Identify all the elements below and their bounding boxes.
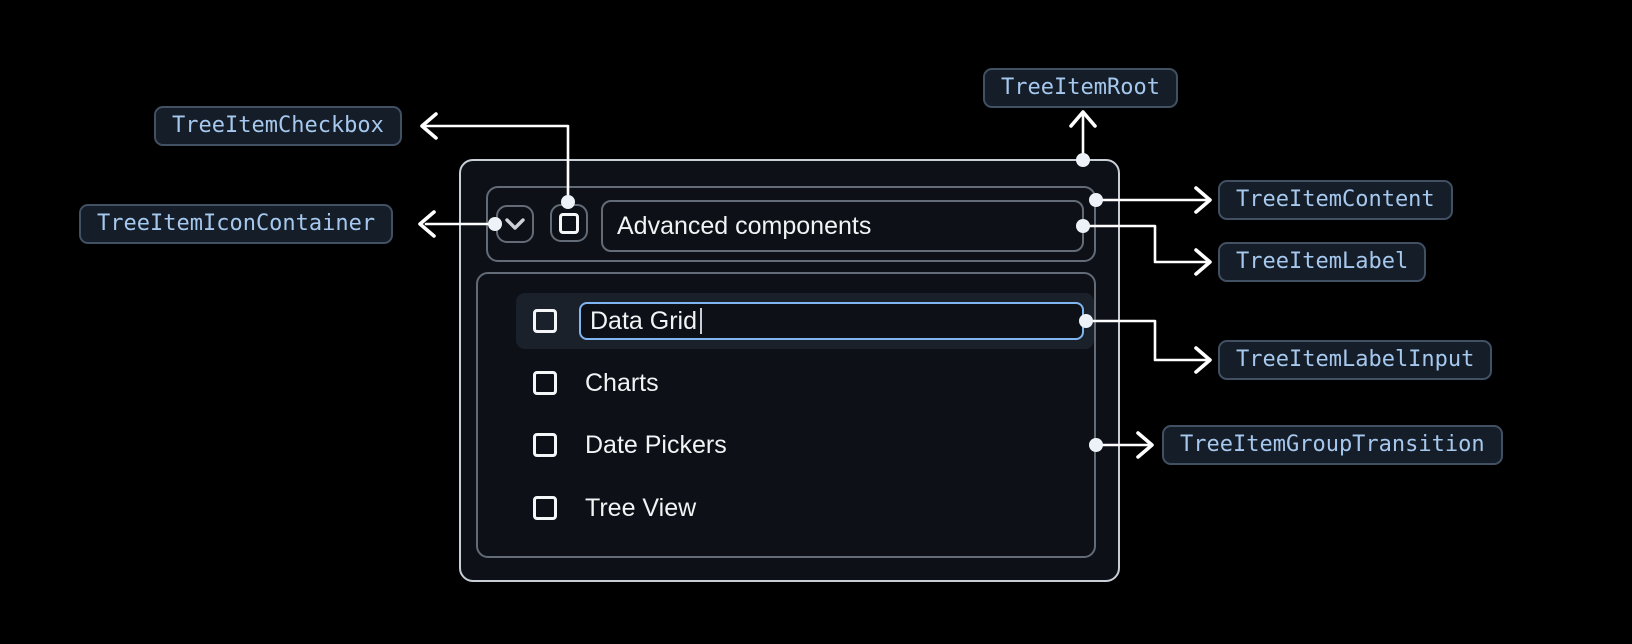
arrowhead-right-group-transition [1138, 433, 1152, 457]
tree-row-date-pickers[interactable]: Date Pickers [585, 431, 727, 459]
badge-tree-item-label-input: TreeItemLabelInput [1218, 340, 1493, 380]
badge-tree-item-label: TreeItemLabel [1218, 242, 1427, 282]
badge-tree-item-icon-container: TreeItemIconContainer [79, 204, 394, 244]
badge-tree-item-group-transition: TreeItemGroupTransition [1162, 425, 1503, 465]
arrowhead-left-icon-container [420, 212, 434, 236]
badge-tree-item-content: TreeItemContent [1218, 180, 1453, 220]
label-input-value: Data Grid [590, 306, 697, 335]
arrowhead-right-content [1196, 188, 1210, 212]
arrowhead-right-label-input [1196, 348, 1210, 372]
chevron-down-icon [505, 218, 525, 230]
tree-row-charts[interactable]: Charts [585, 369, 659, 397]
text-cursor [699, 308, 702, 334]
tree-item-checkbox[interactable] [550, 204, 588, 242]
tree-item-label-input[interactable]: Data Grid [579, 302, 1084, 340]
checkbox-unchecked-icon [559, 212, 579, 234]
badge-tree-item-checkbox: TreeItemCheckbox [154, 106, 402, 146]
tree-item-label[interactable]: Advanced components [601, 200, 1084, 252]
arrowhead-up-root [1071, 112, 1095, 126]
tree-row-tree-view[interactable]: Tree View [585, 494, 697, 522]
row-checkbox-data-grid[interactable] [533, 309, 557, 333]
tree-item-group-transition [476, 272, 1096, 558]
badge-tree-item-root: TreeItemRoot [983, 68, 1178, 108]
row-checkbox-charts[interactable] [533, 371, 557, 395]
arrowhead-right-label [1196, 250, 1210, 274]
row-checkbox-tree-view[interactable] [533, 496, 557, 520]
row-checkbox-date-pickers[interactable] [533, 433, 557, 457]
tree-item-icon-container[interactable] [496, 205, 534, 243]
tree-item-root [459, 159, 1120, 582]
parent-label-text: Advanced components [617, 211, 872, 240]
arrowhead-left-checkbox [422, 114, 436, 138]
